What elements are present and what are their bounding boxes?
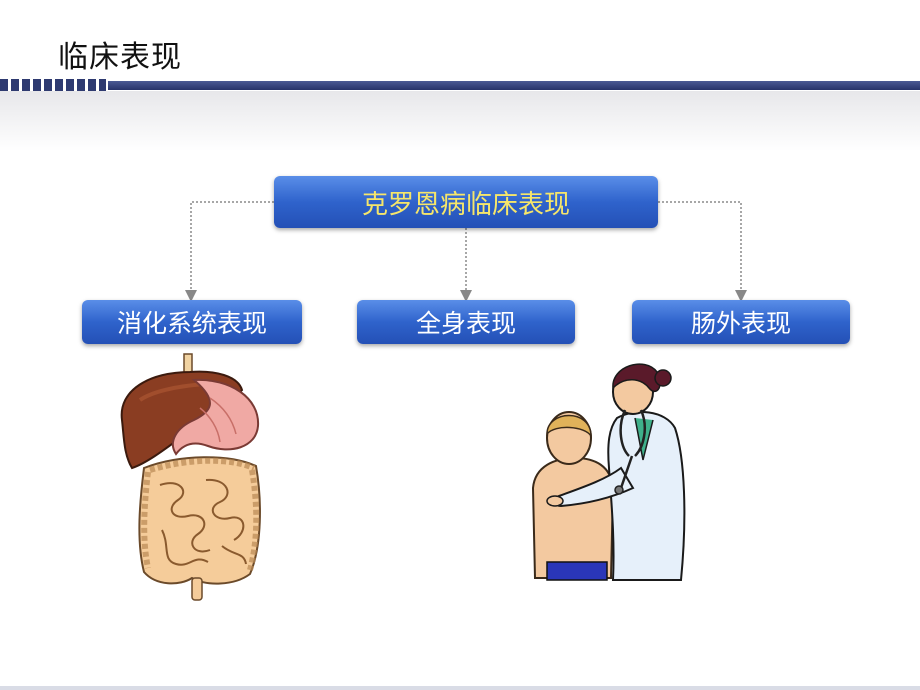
bottom-border — [0, 686, 920, 690]
header-solid-line — [108, 81, 920, 90]
header-bar — [0, 79, 920, 91]
digestive-system-illustration — [120, 353, 261, 601]
header-shadow — [0, 91, 920, 151]
root-box: 克罗恩病临床表现 — [274, 176, 658, 228]
slide-title: 临床表现 — [58, 40, 182, 75]
connector-left — [185, 201, 274, 302]
branch-box-extraintestinal: 肠外表现 — [632, 300, 850, 344]
branch-box-digestive: 消化系统表现 — [82, 300, 302, 344]
connector-right — [658, 201, 747, 302]
doctor-patient-illustration — [531, 363, 686, 581]
branch-box-systemic: 全身表现 — [357, 300, 575, 344]
header-dash-pattern — [0, 79, 106, 91]
